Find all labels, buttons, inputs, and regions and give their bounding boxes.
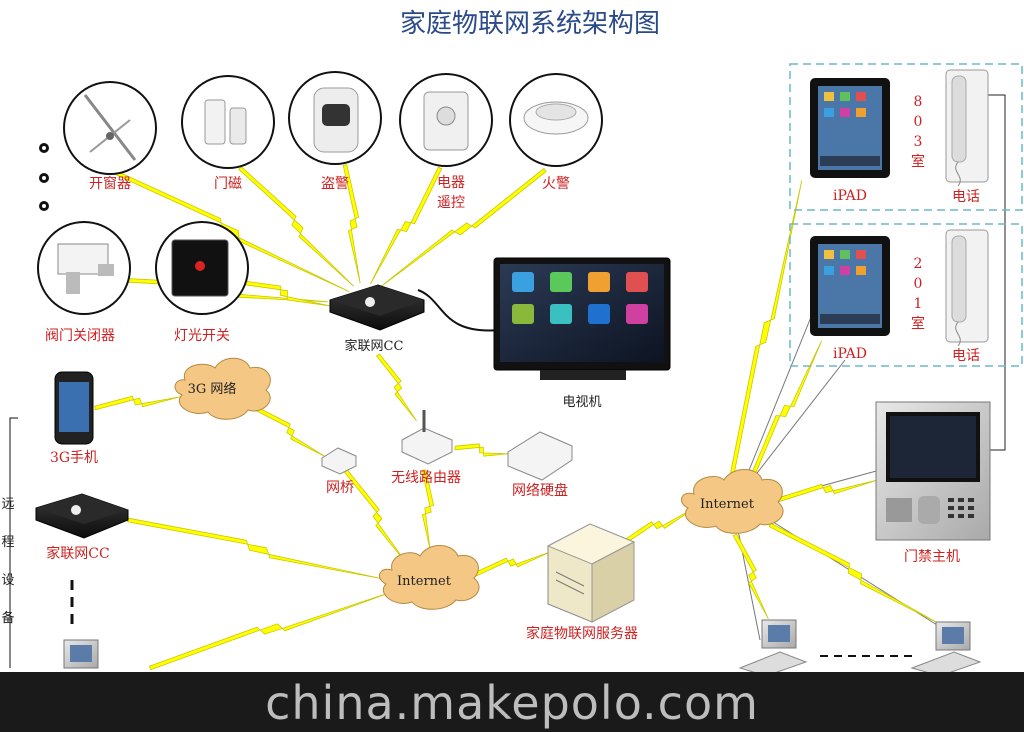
bolt-hub-router <box>375 353 417 422</box>
sensor-light-switch: 灯光开关 <box>155 221 249 344</box>
remote-label-char-3: 设 <box>1 573 14 588</box>
label-ipad-803: iPAD <box>833 188 867 204</box>
room-201-char-3: 1 <box>914 296 923 312</box>
sensor-appliance: 电器 遥控 <box>399 73 493 211</box>
sensor-window-opener: 开窗器 <box>63 81 157 192</box>
apartment-803: iPAD 8 0 3 室 电话 <box>789 63 1023 211</box>
bolt-internet-ipad803 <box>727 180 803 486</box>
label-valve-closer: 阀门关闭器 <box>45 328 115 344</box>
apartment-201: iPAD 2 0 1 室 电话 <box>789 223 1023 367</box>
cloud-internet-left: Internet <box>378 545 480 610</box>
remote-devices-group: 远 程 设 备 <box>1 417 74 668</box>
bolt-phone-3g <box>94 395 181 411</box>
bolt-appliance <box>370 166 443 285</box>
label-remote-hub: 家联网CC <box>46 545 109 562</box>
bolt-burglar-alarm <box>342 164 361 284</box>
room-201-char-4: 室 <box>911 315 925 332</box>
wire-tv-cloud-2 <box>739 359 846 496</box>
intercom-phone-201 <box>945 229 989 347</box>
bolt-door-sensor <box>238 166 354 287</box>
label-tv: 电视机 <box>562 395 601 410</box>
label-ipad-201: iPAD <box>833 346 867 362</box>
pc-bottom-right <box>910 621 982 677</box>
sensor-burglar: 盗警 <box>288 71 382 192</box>
watermark-text: china.makepolo.com <box>265 676 759 730</box>
bolt-internet-pc-right <box>768 522 940 624</box>
label-internet-right: Internet <box>700 497 755 512</box>
label-phone-803: 电话 <box>952 189 980 205</box>
remote-pc <box>63 639 99 669</box>
sensor-valve: 阀门关闭器 <box>37 221 131 344</box>
room-803-char-2: 0 <box>914 114 923 130</box>
bolt-bridge-internet <box>342 468 409 567</box>
bullet-dots <box>39 143 49 211</box>
network-disk: 网络硬盘 <box>507 431 573 499</box>
label-router: 无线路由器 <box>391 470 461 486</box>
diagram-title: 家庭物联网系统架构图 <box>400 9 660 39</box>
bolt-fire-alarm <box>380 167 547 287</box>
watermark-bar <box>0 672 1024 732</box>
room-201-char-2: 0 <box>914 276 923 292</box>
home-iot-server: 家庭物联网服务器 <box>526 523 638 642</box>
room-201-char-1: 2 <box>914 256 923 272</box>
label-window-opener: 开窗器 <box>89 175 131 192</box>
label-burglar-alarm: 盗警 <box>321 176 349 192</box>
ipad-201 <box>810 236 890 336</box>
ipad-803 <box>810 78 890 178</box>
label-light-switch: 灯光开关 <box>174 328 230 344</box>
home-hub-cc: 家联网CC <box>329 284 425 354</box>
tv-app-icons <box>512 272 648 324</box>
phone-3g: 3G手机 <box>50 371 98 466</box>
door-access-host: 门禁主机 <box>875 401 991 565</box>
sensor-door: 门磁 <box>181 75 275 192</box>
bolt-internet-ipad201 <box>747 340 822 484</box>
bolt-3g-bridge <box>253 405 326 457</box>
bolt-internet-pc-left <box>732 533 769 619</box>
label-door-sensor: 门磁 <box>214 176 242 192</box>
remote-label-char-1: 远 <box>1 497 14 512</box>
wire-hub-tv <box>417 289 501 332</box>
bolt-internet-server <box>472 551 551 578</box>
wire-ipad-phone-right <box>988 94 1006 451</box>
label-nas: 网络硬盘 <box>512 482 568 499</box>
label-internet-left: Internet <box>397 574 452 589</box>
remote-label-char-2: 程 <box>1 535 14 550</box>
intercom-phone-803 <box>945 69 989 187</box>
label-appliance-line2: 遥控 <box>437 195 465 211</box>
label-bridge: 网桥 <box>326 480 354 496</box>
sensor-fire: 火警 <box>509 73 603 192</box>
room-803-char-3: 3 <box>914 134 923 150</box>
label-door-host: 门禁主机 <box>904 549 960 565</box>
label-3g-cloud: 3G 网络 <box>188 381 237 397</box>
bolt-remote-hub-internet <box>127 517 388 581</box>
network-bridge: 网桥 <box>321 447 357 496</box>
bolt-router-nas <box>454 443 508 457</box>
label-appliance-line1: 电器 <box>437 175 465 191</box>
room-803-char-1: 8 <box>914 94 923 110</box>
tv: 电视机 <box>493 257 671 410</box>
remote-label-char-4: 备 <box>1 610 14 626</box>
room-803-char-4: 室 <box>911 153 925 170</box>
bolt-light-switch <box>237 279 330 307</box>
bolt-remote-pc-internet <box>148 591 393 671</box>
label-home-hub: 家联网CC <box>345 338 404 354</box>
cloud-3g: 3G 网络 <box>174 357 271 420</box>
bolt-internet-door <box>777 479 879 503</box>
label-server: 家庭物联网服务器 <box>526 625 638 642</box>
cloud-internet-right: Internet <box>680 469 784 534</box>
label-fire-alarm: 火警 <box>542 176 570 192</box>
bolt-router-internet <box>421 469 435 551</box>
label-3g-phone: 3G手机 <box>50 450 98 466</box>
wireless-router: 无线路由器 <box>391 410 461 486</box>
remote-hub-cc: 家联网CC <box>35 493 129 562</box>
pc-bottom-left <box>738 619 808 677</box>
label-phone-201: 电话 <box>952 348 980 364</box>
